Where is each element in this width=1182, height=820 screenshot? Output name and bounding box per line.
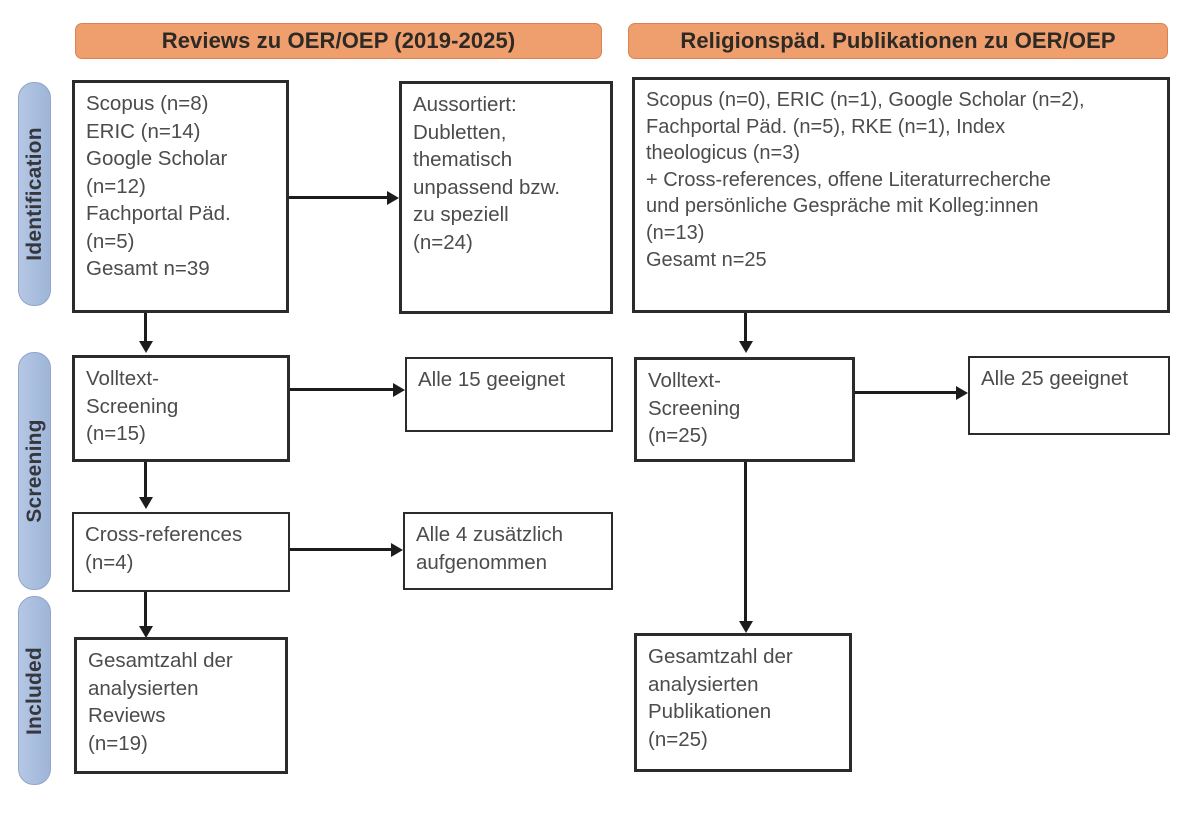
arrow-left-fulltext-to-crossrefs: [139, 497, 153, 509]
connector-right-fulltext-to-result: [855, 391, 959, 394]
arrow-left-crossrefs-to-result: [391, 543, 403, 557]
box-left-fulltext-screening: Volltext- Screening (n=15): [72, 355, 290, 462]
column-header-right-label: Religionspäd. Publikationen zu OER/OEP: [680, 28, 1116, 53]
arrow-right-fulltext-to-included: [739, 621, 753, 633]
box-left-crossreferences: Cross-references (n=4): [72, 512, 290, 592]
connector-left-crossrefs-to-included: [144, 592, 147, 630]
box-left-sources: Scopus (n=8) ERIC (n=14) Google Scholar …: [72, 80, 289, 313]
arrow-left-fulltext-to-result: [393, 383, 405, 397]
box-left-fulltext-result: Alle 15 geeignet: [405, 357, 613, 432]
stage-label-included: Included: [18, 596, 51, 785]
connector-right-sources-to-fulltext: [744, 313, 747, 344]
arrow-right-sources-to-fulltext: [739, 341, 753, 353]
column-header-left: Reviews zu OER/OEP (2019-2025): [75, 23, 602, 59]
box-right-included-total: Gesamtzahl der analysierten Publikatione…: [634, 633, 852, 772]
arrow-left-sources-to-fulltext: [139, 341, 153, 353]
connector-left-sources-to-fulltext: [144, 313, 147, 344]
stage-label-included-text: Included: [22, 646, 46, 735]
stage-label-screening-text: Screening: [22, 419, 46, 523]
box-left-excluded: Aussortiert: Dubletten, thematisch unpas…: [399, 81, 613, 314]
connector-left-fulltext-to-crossrefs: [144, 462, 147, 500]
stage-label-identification-text: Identification: [22, 127, 46, 261]
connector-right-fulltext-to-included: [744, 462, 747, 625]
stage-label-screening: Screening: [18, 352, 51, 590]
arrow-right-fulltext-to-result: [956, 386, 968, 400]
box-left-crossreferences-result: Alle 4 zusätzlich aufgenommen: [403, 512, 613, 590]
column-header-left-label: Reviews zu OER/OEP (2019-2025): [161, 28, 516, 53]
stage-label-identification: Identification: [18, 82, 51, 306]
box-right-sources: Scopus (n=0), ERIC (n=1), Google Scholar…: [632, 77, 1170, 313]
connector-left-crossrefs-to-result: [290, 548, 394, 551]
column-header-right: Religionspäd. Publikationen zu OER/OEP: [628, 23, 1168, 59]
arrow-left-crossrefs-to-included: [139, 626, 153, 638]
box-right-fulltext-screening: Volltext- Screening (n=25): [634, 357, 855, 462]
connector-left-sources-to-excluded: [289, 196, 389, 199]
arrow-left-sources-to-excluded: [387, 191, 399, 205]
box-right-fulltext-result: Alle 25 geeignet: [968, 356, 1170, 435]
box-left-included-total: Gesamtzahl der analysierten Reviews (n=1…: [74, 637, 288, 774]
connector-left-fulltext-to-result: [290, 388, 396, 391]
